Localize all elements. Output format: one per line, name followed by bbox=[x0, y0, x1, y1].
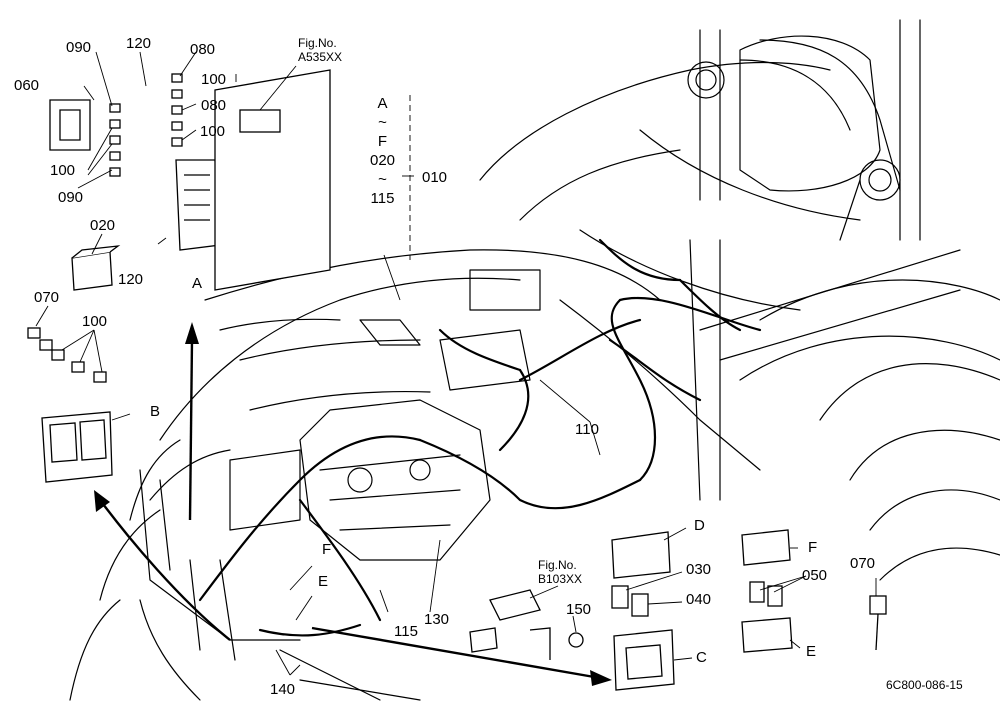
fig-ref-a535-line2: A535XX bbox=[298, 50, 343, 64]
callout-E-engine: E bbox=[318, 573, 329, 590]
range-end-letter: F bbox=[377, 133, 388, 150]
leader-lines bbox=[35, 51, 877, 676]
fig-ref-a535: Fig.No. A535XX bbox=[298, 36, 342, 64]
callout-070-left: 070 bbox=[34, 289, 60, 306]
range-group: A ~ F 020 ~ 115 bbox=[370, 94, 395, 208]
callout-060: 060 bbox=[14, 77, 40, 94]
fig-ref-b103-line1: Fig.No. bbox=[538, 558, 577, 572]
callout-B: B bbox=[150, 403, 161, 420]
callout-F-engine: F bbox=[322, 541, 332, 558]
callout-D: D bbox=[694, 517, 705, 534]
callout-030: 030 bbox=[686, 561, 712, 578]
range-tilde-2: ~ bbox=[378, 171, 387, 188]
callout-E-parts: E bbox=[806, 643, 817, 660]
callout-050: 050 bbox=[802, 567, 828, 584]
callout-100-fuses: 100 bbox=[82, 313, 108, 330]
drawing-code: 6C800-086-15 bbox=[886, 678, 963, 692]
connector-parts bbox=[27, 69, 887, 691]
callout-090-bottom: 090 bbox=[58, 189, 84, 206]
callout-F-parts: F bbox=[808, 539, 818, 556]
reference-arrows bbox=[99, 339, 601, 680]
engine-outline bbox=[229, 269, 541, 561]
callout-120-top: 120 bbox=[126, 35, 152, 52]
callout-090-top: 090 bbox=[66, 39, 92, 56]
callout-110: 110 bbox=[575, 421, 599, 438]
callout-080-mid: 080 bbox=[201, 97, 227, 114]
range-start-letter: A bbox=[377, 95, 388, 112]
callout-C: C bbox=[696, 649, 707, 666]
arrow-heads bbox=[94, 322, 612, 686]
callout-115-bottom: 115 bbox=[394, 623, 418, 640]
range-end-number: 115 bbox=[370, 190, 395, 207]
seat-outline bbox=[687, 35, 901, 201]
front-grille-outline bbox=[139, 469, 421, 701]
callout-070-right: 070 bbox=[850, 555, 876, 572]
callout-080-top: 080 bbox=[190, 41, 216, 58]
fig-ref-b103-line2: B103XX bbox=[538, 572, 583, 586]
callout-150: 150 bbox=[566, 601, 592, 618]
callout-140: 140 bbox=[270, 681, 296, 698]
tractor-hood-outline bbox=[69, 249, 661, 701]
callout-020: 020 bbox=[90, 217, 116, 234]
callout-130: 130 bbox=[424, 611, 450, 628]
callout-A: A bbox=[192, 275, 203, 292]
fig-ref-b103: Fig.No. B103XX bbox=[538, 558, 582, 586]
range-start-number: 020 bbox=[370, 152, 396, 169]
callout-040: 040 bbox=[686, 591, 712, 608]
fig-ref-a535-line1: Fig.No. bbox=[298, 36, 337, 50]
callout-100-mid: 100 bbox=[200, 123, 226, 140]
wire-harness bbox=[198, 238, 762, 637]
rear-wheel-outline bbox=[689, 239, 1000, 581]
callout-100-left: 100 bbox=[50, 162, 76, 179]
range-tilde-1: ~ bbox=[378, 114, 387, 131]
callout-010: 010 bbox=[422, 169, 448, 186]
callout-120-bottom: 120 bbox=[118, 271, 144, 288]
callout-100-top: 100 bbox=[201, 71, 227, 88]
